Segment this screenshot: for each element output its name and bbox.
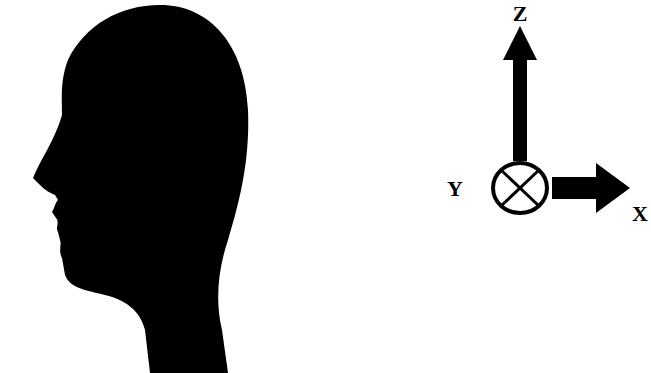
x-axis-arrow (552, 163, 630, 213)
y-axis-into-page-symbol (493, 163, 547, 213)
axis-label: Y (447, 178, 463, 200)
axis-label: X (632, 203, 648, 225)
head-silhouette (33, 5, 248, 373)
axis-label: Z (513, 3, 528, 25)
z-axis-arrow (503, 26, 537, 161)
